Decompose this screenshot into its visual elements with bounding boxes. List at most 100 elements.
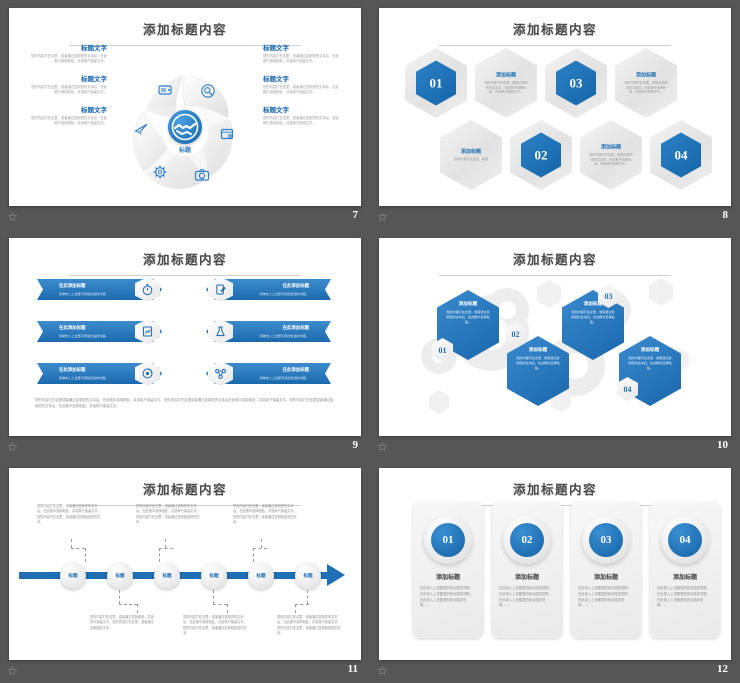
slide-footer-8: ☆ 8 [370, 206, 740, 230]
banner-item[interactable]: 在此添加标题 您单击入上这里可添加合适的内容。 [37, 277, 162, 302]
timeline-node[interactable]: 标题 [295, 563, 321, 589]
banner-heading: 在此添加标题 [59, 326, 86, 331]
page-number: 9 [352, 439, 359, 451]
title-divider [69, 45, 301, 46]
info-card[interactable]: 04 添加标题 在此录入上述图表的综合描述说明，在此录入上述图表的综合描述说明，… [650, 502, 720, 638]
item-heading: 标题文字 [263, 74, 289, 83]
banner-body: 您单击入上这里可添加合适的内容。 [59, 375, 109, 380]
slide-cell-7[interactable]: 添加标题内容 标题文字 您的内容打在这里，或者通过复制您的文本后，在此框中选择粘… [0, 0, 370, 230]
item-body: 您的内容打在这里，或者通过复制您的文本后，在此框中选择粘贴，并选择只保留文字。 [263, 84, 339, 94]
slide-footer-12: ☆ 12 [370, 660, 740, 683]
title-divider [439, 45, 671, 46]
hexagon-heading: 添加标题 [635, 72, 656, 79]
banner-item[interactable]: 在此添加标题 您单击入上这里可添加合适的内容。 [37, 319, 162, 344]
banner-body: 您单击入上这里可添加合适的内容。 [59, 333, 109, 338]
handshake-icon [168, 109, 202, 144]
number-hexagon[interactable]: 04 [650, 120, 712, 190]
text-hexagon[interactable]: 添加标题 您的内容打在这里，或通过复制您的文本后，在此框中选择粘贴，并选择只保留… [580, 120, 642, 190]
wallet-icon[interactable] [157, 82, 173, 98]
card-ring: 04 [661, 516, 709, 564]
slide-cell-10[interactable]: 添加标题内容 [370, 230, 740, 460]
center-badge[interactable]: 标题 [162, 109, 208, 156]
number-hexagon[interactable]: 01 [405, 48, 467, 118]
slide-cell-11[interactable]: 添加标题内容 您的内容打在这里，或者通过复制您的文本后，在此框中选择粘贴，并选择… [0, 460, 370, 683]
title-divider [439, 275, 671, 276]
page-number: 11 [347, 663, 358, 675]
gear-icon[interactable] [152, 164, 168, 180]
slide-7[interactable]: 添加标题内容 标题文字 您的内容打在这里，或者通过复制您的文本后，在此框中选择粘… [9, 8, 361, 206]
paperplane-icon[interactable] [133, 122, 149, 138]
star-outline-icon[interactable]: ☆ [7, 440, 18, 454]
text-hexagon[interactable]: 添加标题 您的内容打在这里，或通过复制您的文本后，在此框中选择粘贴，并选择只保留… [475, 48, 537, 118]
star-outline-icon[interactable]: ☆ [377, 664, 388, 678]
timeline-node[interactable]: 标题 [248, 563, 274, 589]
timeline-node[interactable]: 标题 [154, 563, 180, 589]
page-title: 添加标题内容 [512, 252, 597, 267]
timeline-node[interactable]: 标题 [107, 563, 133, 589]
timeline-connector [159, 548, 160, 562]
hexagon-heading: 添加标题 [640, 348, 660, 353]
handshake-glyph-icon [171, 113, 199, 140]
info-card[interactable]: 02 添加标题 在此录入上述图表的综合描述说明，在此录入上述图表的综合描述说明，… [492, 502, 562, 638]
list-item[interactable]: 标题文字 您的内容打在这里，或者通过复制您的文本后，在此框中选择粘贴，并选择只保… [263, 42, 339, 64]
item-body: 您的内容打在这里，或者通过复制您的文本后，在此框中选择粘贴，并选择只保留文字。 [31, 54, 107, 63]
page-title: 添加标题内容 [512, 482, 597, 497]
timeline-connector [295, 604, 296, 613]
banner-heading: 在此添加标题 [282, 326, 309, 331]
page-number: 12 [717, 663, 728, 675]
slide-cell-9[interactable]: 添加标题内容 在此添加标题 您单击入上这里可添加合适的内容。 在此添加标题 您单… [0, 230, 370, 460]
page-title: 添加标题内容 [142, 252, 227, 267]
slide-8[interactable]: 添加标题内容 01 添加标题 您的内容打在这里，或通过复制您的文本后，在此框中选… [379, 8, 731, 206]
banner-item[interactable]: 在此添加标题 您单击入上这里可添加合适的内容。 [206, 361, 331, 386]
page-number: 8 [722, 209, 729, 221]
slide-cell-8[interactable]: 添加标题内容 01 添加标题 您的内容打在这里，或通过复制您的文本后，在此框中选… [370, 0, 740, 230]
number-hexagon[interactable]: 02 [510, 120, 572, 190]
hexagon-number-badge: 02 [505, 322, 526, 346]
text-hexagon[interactable]: 添加标题 您的内容打在这里，或通 [440, 120, 502, 190]
info-hexagon[interactable]: 添加标题 您的内容打在这里，或者通过复制您的文本后，在此框中选择粘贴。 [507, 336, 569, 406]
star-outline-icon[interactable]: ☆ [377, 440, 388, 454]
banner-item[interactable]: 在此添加标题 您单击入上这里可添加合适的内容。 [206, 319, 331, 344]
list-item[interactable]: 标题文字 您的内容打在这里，或者通过复制您的文本后，在此框中选择粘贴，并选择只保… [31, 42, 107, 64]
star-outline-icon[interactable]: ☆ [7, 210, 18, 224]
star-outline-icon[interactable]: ☆ [377, 210, 388, 224]
list-item[interactable]: 标题文字 您的内容打在这里，或者通过复制您的文本后，在此框中选择粘贴，并选择只保… [31, 104, 107, 126]
list-item[interactable]: 标题文字 您的内容打在这里，或者通过复制您的文本后，在此框中选择粘贴，并选择只保… [263, 73, 339, 95]
banner-heading: 在此添加标题 [282, 368, 309, 373]
info-card[interactable]: 01 添加标题 在此录入上述图表的综合描述说明，在此录入上述图表的综合描述说明，… [413, 502, 483, 638]
slide-9[interactable]: 添加标题内容 在此添加标题 您单击入上这里可添加合适的内容。 在此添加标题 您单… [9, 238, 361, 436]
card-number: 04 [668, 523, 702, 557]
timeline-text-bottom: 您的内容打在这里，或者通过复制您的文本后，在此框中选择粘贴，并选择只保留文字。您… [277, 615, 341, 636]
slide-cell-12[interactable]: 添加标题内容 01 添加标题 在此录入上述图表的综合描述说明，在此录入上述图表的… [370, 460, 740, 683]
camera-icon[interactable] [194, 167, 210, 183]
item-body: 您的内容打在这里，或者通过复制您的文本后，在此框中选择粘贴，并选择只保留文字。 [263, 115, 339, 125]
hexagon-number: 02 [511, 329, 520, 339]
info-card[interactable]: 03 添加标题 在此录入上述图表的综合描述说明，在此录入上述图表的综合描述说明，… [571, 502, 641, 638]
item-heading: 标题文字 [263, 44, 289, 52]
banner-shape [37, 363, 162, 384]
slide-11[interactable]: 添加标题内容 您的内容打在这里，或者通过复制您的文本后，在此框中选择粘贴，并选择… [9, 468, 361, 660]
card-heading: 添加标题 [593, 574, 618, 581]
title-divider [69, 505, 301, 506]
timeline-text-top: 您的内容打在这里，或者通过复制您的文本后，在此框中选择粘贴，并选择只保留文字。您… [233, 504, 297, 525]
timeline-connector [85, 548, 86, 562]
slide-10[interactable]: 添加标题内容 [379, 238, 731, 436]
timeline-connector [71, 539, 72, 548]
card-icon[interactable] [219, 126, 235, 142]
hexagon-body: 您的内容打在这里，或通过复制您的文本后，在此框中选择粘贴，并选择只保留文字。 [484, 80, 528, 94]
banner-item[interactable]: 在此添加标题 您单击入上这里可添加合适的内容。 [206, 277, 331, 302]
timeline-node[interactable]: 标题 [201, 563, 227, 589]
hexagon-body: 您的内容打在这里，或者通过复制您的文本后，在此框中选择粘贴。 [571, 310, 615, 324]
text-hexagon[interactable]: 添加标题 您的内容打在这里，或通过复制您的文本后，在此框中选择粘贴，并选择只保留… [615, 48, 677, 118]
banner-item[interactable]: 在此添加标题 您单击入上这里可添加合适的内容。 [37, 361, 162, 386]
timeline-node[interactable]: 标题 [60, 563, 86, 589]
slide-footer-11: ☆ 11 [0, 660, 370, 683]
number-hexagon[interactable]: 03 [545, 48, 607, 118]
list-item[interactable]: 标题文字 您的内容打在这里，或者通过复制您的文本后，在此框中选择粘贴，并选择只保… [31, 73, 107, 95]
left-column: 标题文字 您的内容打在这里，或者通过复制您的文本后，在此框中选择粘贴，并选择只保… [31, 42, 107, 135]
list-item[interactable]: 标题文字 您的内容打在这里，或者通过复制您的文本后，在此框中选择粘贴，并选择只保… [263, 104, 339, 126]
search-icon[interactable] [200, 83, 216, 99]
hexagon-number-badge: 01 [432, 338, 453, 362]
star-outline-icon[interactable]: ☆ [7, 664, 18, 678]
slide-12[interactable]: 添加标题内容 01 添加标题 在此录入上述图表的综合描述说明，在此录入上述图表的… [379, 468, 731, 660]
